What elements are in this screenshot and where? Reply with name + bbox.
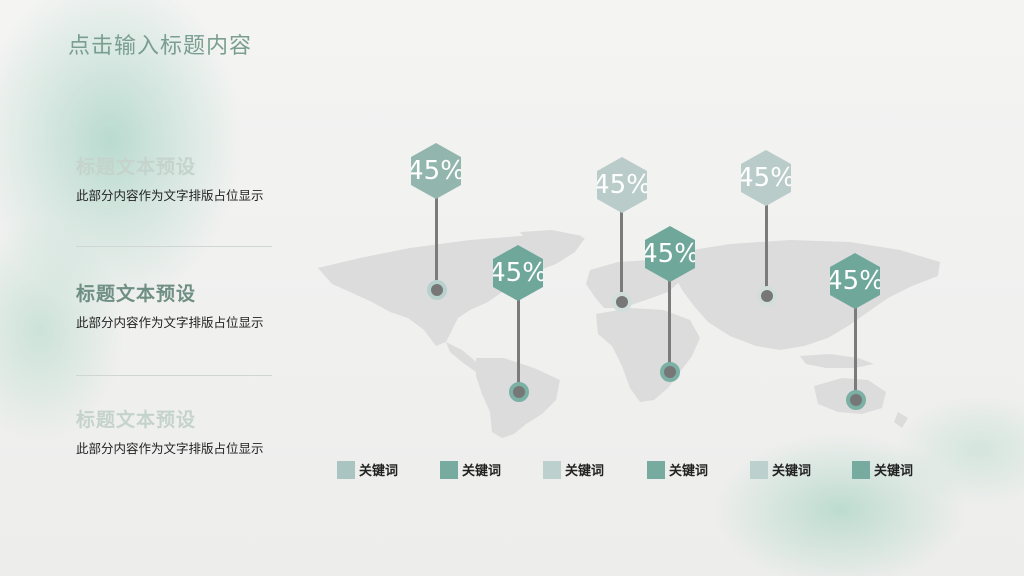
divider [76,246,272,247]
slide-title: 点击输入标题内容 [68,34,253,59]
pin-percentage: 45% [641,239,699,269]
legend-item: 关键词 [337,460,398,479]
map-central-america [446,342,482,372]
map-islands [800,354,874,368]
pin-line [854,306,857,398]
map-greenland [520,230,582,256]
text-block-3: 标题文本预设 此部分内容作为文字排版占位显示 [76,405,296,457]
pin-line [620,208,623,300]
legend-item: 关键词 [852,460,913,479]
divider [76,375,272,376]
legend-swatch [337,460,355,479]
section-description: 此部分内容作为文字排版占位显示 [76,315,264,330]
pin-percentage: 45% [489,258,547,288]
legend-item: 关键词 [543,460,604,479]
text-block-1: 标题文本预设 此部分内容作为文字排版占位显示 [76,152,296,204]
section-description: 此部分内容作为文字排版占位显示 [76,441,264,456]
legend-label: 关键词 [565,464,605,479]
pin-marker [612,292,632,312]
legend-swatch [543,460,561,479]
pin-line [435,195,438,290]
pin-line [765,200,768,294]
section-description: 此部分内容作为文字排版占位显示 [76,188,264,203]
legend-label: 关键词 [772,464,812,479]
pin-marker [757,286,777,306]
section-heading: 标题文本预设 [76,283,197,305]
map-africa [596,308,700,402]
legend-swatch [852,460,870,479]
legend-label: 关键词 [462,464,502,479]
legend-item: 关键词 [750,460,811,479]
pin-percentage: 45% [737,163,795,193]
pin-percentage: 45% [593,170,651,200]
legend-swatch [440,460,458,479]
legend-label: 关键词 [359,464,399,479]
pin-line [668,278,671,370]
section-heading: 标题文本预设 [76,409,197,431]
pin-hexagon: 45% [411,143,461,199]
section-heading: 标题文本预设 [76,156,197,178]
legend-label: 关键词 [669,464,709,479]
pin-marker [427,280,447,300]
legend-label: 关键词 [874,464,914,479]
map-new-zealand [894,412,908,428]
pin-percentage: 45% [826,266,884,296]
pin-percentage: 45% [407,156,465,186]
legend-item: 关键词 [440,460,501,479]
pin-marker [846,390,866,410]
pin-marker [660,362,680,382]
legend-item: 关键词 [647,460,708,479]
legend-swatch [750,460,768,479]
pin-line [517,295,520,390]
pin-marker [509,382,529,402]
map-asia [672,240,940,350]
legend-swatch [647,460,665,479]
text-block-2: 标题文本预设 此部分内容作为文字排版占位显示 [76,279,296,331]
